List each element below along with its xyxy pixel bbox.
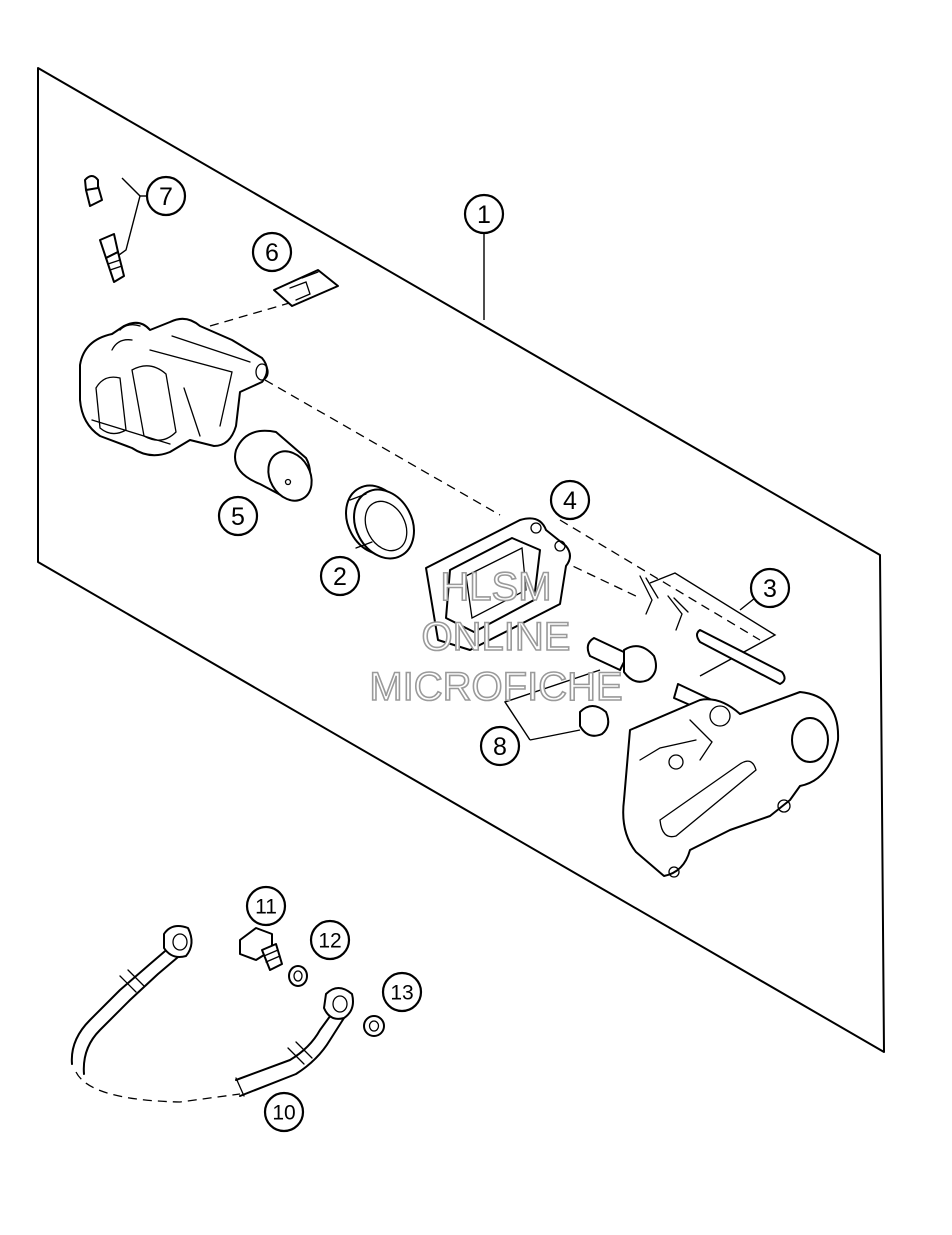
callout-12: 12 <box>309 919 351 961</box>
leader-lines <box>111 177 777 741</box>
callout-4: 4 <box>549 479 591 521</box>
callout-6: 6 <box>251 231 293 273</box>
svg-text:4: 4 <box>563 487 577 515</box>
brake-pads <box>425 517 571 651</box>
caliper-piston <box>234 429 313 502</box>
sealing-washer-13 <box>363 1015 385 1037</box>
svg-text:13: 13 <box>390 982 413 1005</box>
svg-text:5: 5 <box>231 503 245 531</box>
svg-text:10: 10 <box>272 1102 295 1125</box>
svg-text:MICROFICHE: MICROFICHE <box>369 665 622 709</box>
pad-pin-and-clips <box>639 575 786 685</box>
svg-text:ONLINE: ONLINE <box>422 615 571 659</box>
banjo-bolt <box>239 927 283 971</box>
assembly-boundary <box>37 67 885 1053</box>
callout-10: 10 <box>263 1091 305 1133</box>
callout-3: 3 <box>749 567 791 609</box>
svg-text:2: 2 <box>333 563 347 591</box>
sealing-washer-12-hole <box>293 970 303 982</box>
slide-pins-and-boots <box>579 637 713 737</box>
callout-11: 11 <box>245 885 287 927</box>
callout-2: 2 <box>319 555 361 597</box>
caliper-bracket <box>622 691 840 878</box>
bleeder-screw-group <box>84 175 125 283</box>
callout-13: 13 <box>381 971 423 1013</box>
callout-8: 8 <box>479 725 521 767</box>
sealing-washer-12 <box>288 965 308 987</box>
svg-text:12: 12 <box>318 930 341 953</box>
sealing-washer-13-hole <box>368 1020 380 1032</box>
brake-hose <box>70 925 354 1103</box>
svg-text:7: 7 <box>159 183 173 211</box>
svg-text:HLSM: HLSM <box>440 565 551 609</box>
watermark: HLSM ONLINE MICROFICHE <box>369 564 624 710</box>
callout-7: 7 <box>145 175 187 217</box>
caliper-housing <box>79 317 269 457</box>
svg-text:1: 1 <box>477 201 491 229</box>
callout-1: 1 <box>463 193 505 235</box>
svg-text:11: 11 <box>255 896 277 919</box>
svg-text:3: 3 <box>763 575 777 603</box>
callout-5: 5 <box>217 495 259 537</box>
assembly-axes <box>209 299 761 641</box>
svg-text:8: 8 <box>493 733 507 761</box>
pad-spring-clip <box>273 269 339 307</box>
piston-seal-boot <box>345 484 415 560</box>
svg-text:6: 6 <box>265 239 279 267</box>
